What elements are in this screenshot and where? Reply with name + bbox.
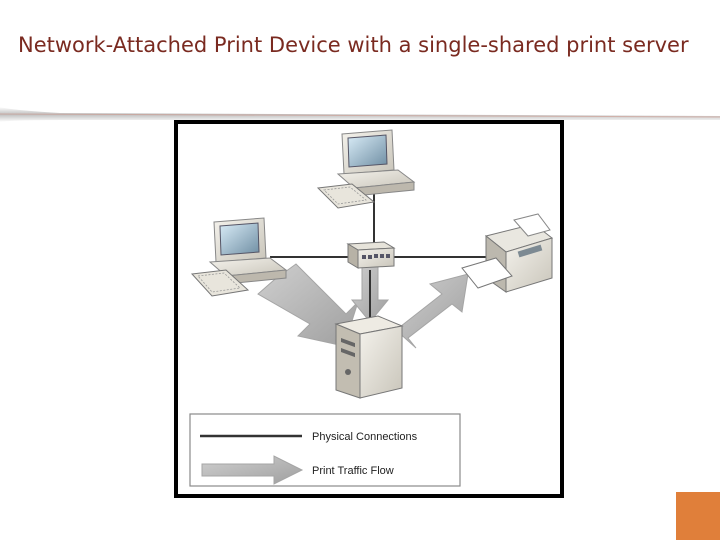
desktop-computer-icon — [190, 217, 288, 297]
traffic-arrow-server-to-printer — [395, 273, 469, 349]
legend-label-physical-connections: Physical Connections — [312, 431, 418, 443]
switch-icon — [346, 241, 396, 269]
network-diagram: Physical Connections Print Traffic Flow — [174, 120, 564, 498]
diagram-legend: Physical Connections Print Traffic Flow — [189, 413, 461, 487]
legend-arrow-swatch — [201, 455, 304, 485]
desktop-computer-icon — [316, 129, 416, 209]
title-divider — [0, 107, 720, 122]
slide-title: Network-Attached Print Device with a sin… — [18, 33, 689, 57]
physical-connection-lines — [270, 194, 488, 320]
printer-icon — [461, 213, 554, 293]
server-tower-icon — [334, 315, 404, 399]
legend-label-print-traffic-flow: Print Traffic Flow — [312, 465, 394, 477]
accent-corner-block — [676, 492, 720, 540]
